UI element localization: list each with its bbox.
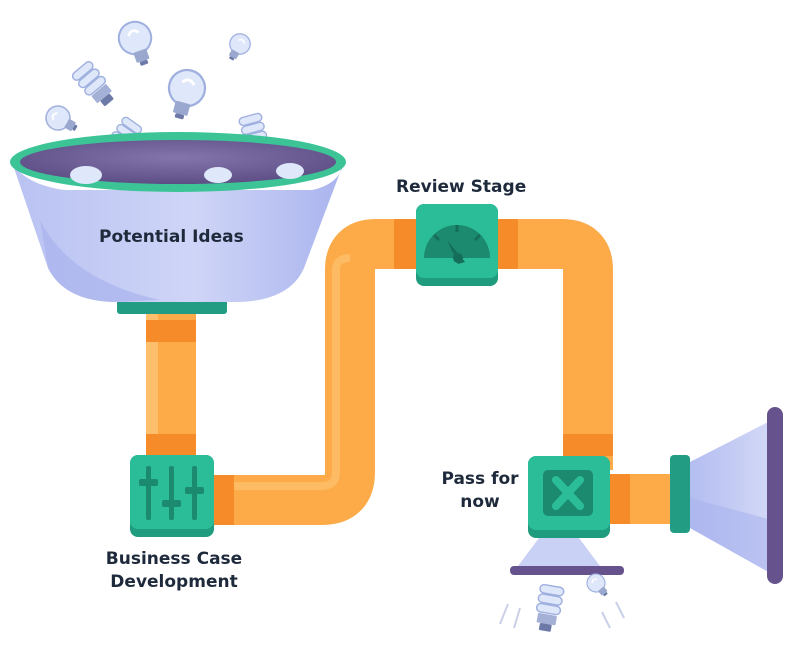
- pass-for-now-label: Pass for now: [430, 468, 530, 514]
- sliders-icon: [139, 466, 204, 520]
- potential-ideas-label: Potential Ideas: [99, 227, 244, 247]
- lightbulb-icon: [112, 15, 162, 72]
- business-case-line-1: Business Case: [105, 549, 243, 569]
- cfl-bulb-icon: [532, 583, 566, 634]
- business-case-line-2: Development: [110, 572, 238, 592]
- gauge-icon: [424, 225, 490, 264]
- lightbulb-icon: [159, 64, 211, 125]
- lightbulb-icon: [221, 29, 255, 66]
- business-case-label: Business Case Development: [94, 548, 254, 594]
- review-stage-label: Review Stage: [396, 177, 527, 197]
- business-case-valve: [130, 455, 214, 537]
- pass-valve: [510, 456, 624, 575]
- x-mark-icon: [543, 470, 593, 516]
- pass-for-now-line-2: now: [460, 492, 500, 512]
- review-stage-valve: [416, 204, 498, 286]
- pass-for-now-line-1: Pass for: [441, 469, 519, 489]
- output-horn: [670, 407, 783, 584]
- potential-ideas-funnel: [10, 132, 346, 314]
- pipe-system: [146, 219, 670, 525]
- lightbulb-icon: [40, 100, 84, 140]
- cfl-bulb-icon: [70, 59, 120, 112]
- rejected-idea: [499, 569, 625, 634]
